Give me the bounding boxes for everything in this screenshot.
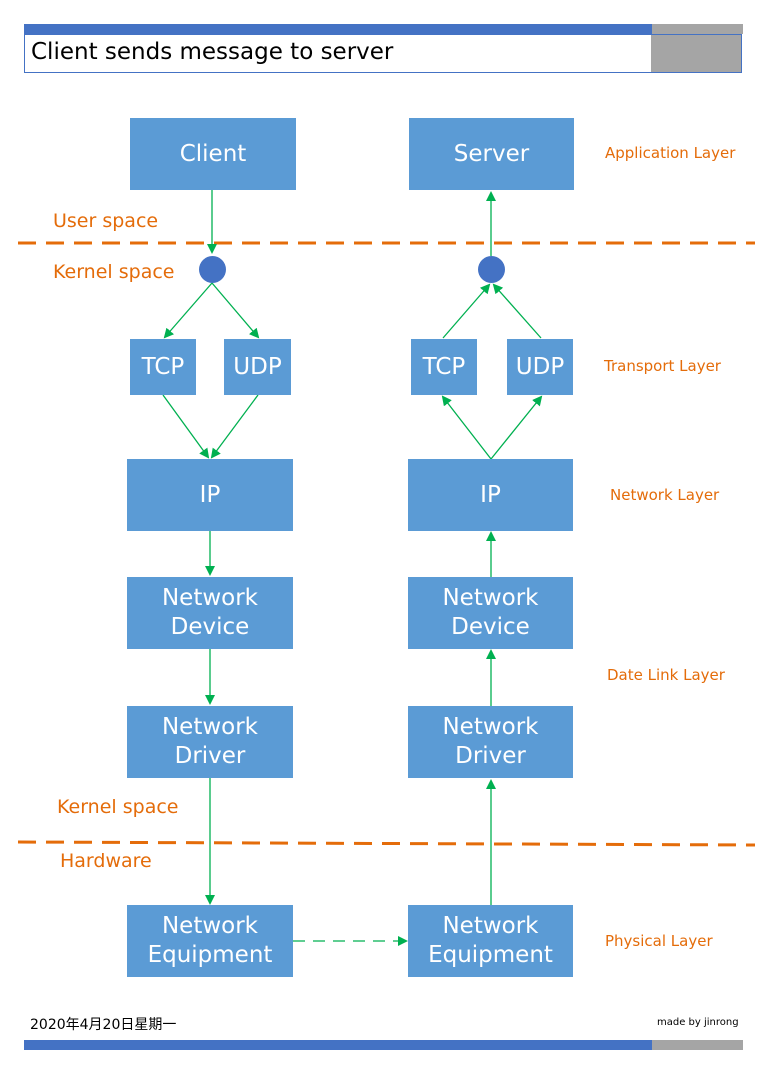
client-tcp-box: TCP	[130, 339, 196, 395]
page-title: Client sends message to server	[31, 39, 394, 65]
server-udp-label: UDP	[515, 353, 565, 380]
arrow-udp-to-node	[492, 283, 542, 339]
server-device-label-1: Network	[442, 585, 539, 611]
server-socket-node	[478, 256, 505, 283]
client-equipment-box: Network Equipment	[127, 905, 293, 977]
header-accent-bar	[24, 24, 652, 34]
data-link-layer-label: Date Link Layer	[607, 666, 725, 684]
server-equipment-box: Network Equipment	[408, 905, 573, 977]
arrow-node-to-tcp	[163, 282, 213, 339]
arrow-ip-to-udp	[490, 395, 543, 460]
arrow-ip-to-tcp	[441, 395, 492, 460]
application-layer-label: Application Layer	[605, 144, 736, 162]
header-gray-bar	[652, 24, 743, 34]
kernel-space-top-label: Kernel space	[53, 261, 175, 283]
transport-layer-label: Transport Layer	[604, 357, 721, 375]
arrow-node-to-udp	[211, 282, 260, 339]
server-equipment-label-2: Equipment	[428, 942, 553, 968]
server-app-box: Server	[409, 118, 574, 190]
network-layer-label: Network Layer	[610, 486, 720, 504]
user-space-label: User space	[53, 210, 159, 232]
server-udp-box: UDP	[507, 339, 573, 395]
hardware-label: Hardware	[60, 850, 152, 872]
client-ip-label: IP	[199, 481, 221, 508]
client-equipment-label-1: Network	[161, 913, 259, 939]
server-driver-label-1: Network	[442, 714, 539, 740]
client-tcp-label: TCP	[141, 353, 185, 380]
server-driver-label-2: Driver	[455, 743, 526, 769]
footer-gray-bar	[652, 1040, 743, 1050]
server-device-label-2: Device	[451, 614, 530, 640]
server-tcp-label: TCP	[422, 353, 466, 380]
physical-layer-label: Physical Layer	[605, 932, 713, 950]
client-device-label-1: Network	[161, 585, 259, 611]
client-driver-box: Network Driver	[127, 706, 293, 778]
arrow-tcp-to-ip	[162, 394, 210, 459]
client-ip-box: IP	[127, 459, 293, 531]
footer-credit: made by jinrong	[657, 1017, 739, 1028]
client-udp-label: UDP	[233, 353, 282, 380]
client-equipment-label-2: Equipment	[147, 942, 273, 968]
server-ip-box: IP	[408, 459, 573, 531]
client-socket-node	[199, 256, 226, 283]
client-udp-box: UDP	[224, 339, 291, 395]
server-ip-label: IP	[480, 481, 501, 508]
client-app-box: Client	[130, 118, 296, 190]
server-tcp-box: TCP	[411, 339, 477, 395]
kernel-space-bottom-label: Kernel space	[57, 796, 179, 818]
server-app-label: Server	[453, 140, 530, 167]
client-driver-label-2: Driver	[174, 743, 246, 769]
client-app-label: Client	[179, 140, 247, 167]
client-driver-label-1: Network	[161, 714, 259, 740]
kernel-hardware-boundary	[17, 840, 756, 847]
title-box: Client sends message to server	[24, 34, 742, 73]
client-device-label-2: Device	[170, 614, 250, 640]
arrow-tcp-to-node	[442, 283, 491, 339]
footer-accent-bar	[24, 1040, 652, 1050]
server-device-box: Network Device	[408, 577, 573, 649]
server-driver-box: Network Driver	[408, 706, 573, 778]
server-equipment-label-1: Network	[442, 913, 539, 939]
footer-date: 2020年4月20日星期一	[30, 1017, 177, 1033]
client-device-box: Network Device	[127, 577, 293, 649]
arrow-udp-to-ip	[210, 394, 259, 459]
title-gray-block	[651, 35, 741, 72]
